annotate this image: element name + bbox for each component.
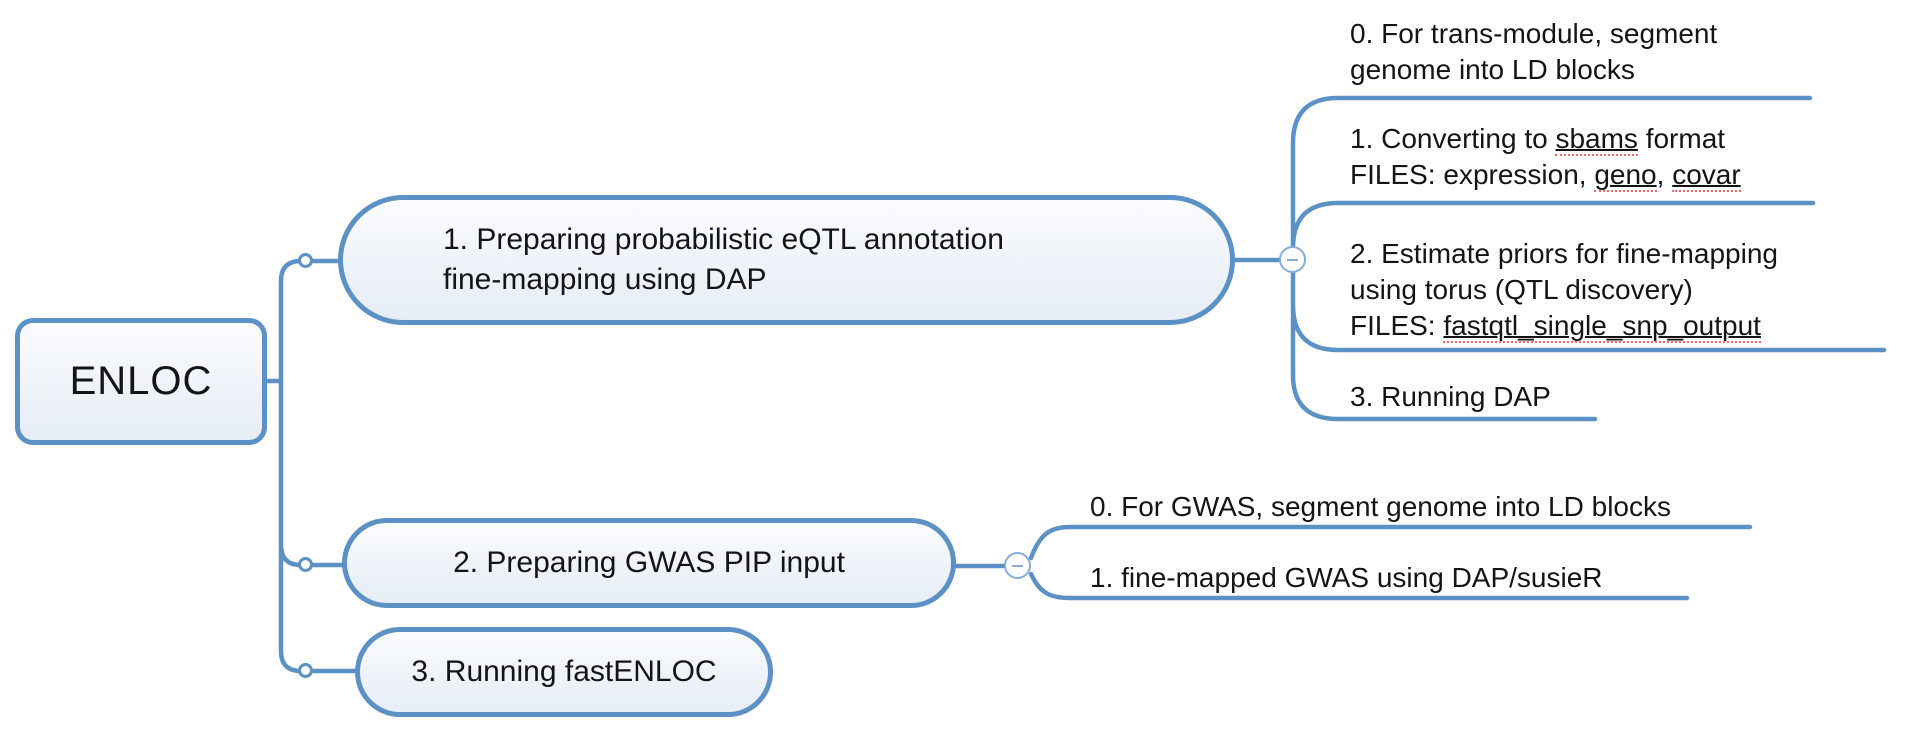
branch-node-eqtl-annotation[interactable]: 1. Preparing probabilistic eQTL annotati… xyxy=(338,195,1235,325)
branch-node-gwas-pip[interactable]: 2. Preparing GWAS PIP input xyxy=(342,518,956,608)
leaf-gwas-ld-blocks[interactable]: 0. For GWAS, segment genome into LD bloc… xyxy=(1090,489,1671,525)
root-node-enloc[interactable]: ENLOC xyxy=(15,318,267,445)
leaf-text-line: 3. Running DAP xyxy=(1350,381,1551,412)
branch-label-line: 1. Preparing probabilistic eQTL annotati… xyxy=(443,223,1004,256)
branch2-connector-dot xyxy=(298,557,313,572)
leaf-trans-module-ld-blocks[interactable]: 0. For trans-module, segment genome into… xyxy=(1350,16,1717,88)
root-branch-connector xyxy=(264,258,358,674)
branch1-collapse-button[interactable] xyxy=(1279,246,1306,273)
leaf-text-line: genome into LD blocks xyxy=(1350,54,1635,85)
misspelled-word: covar xyxy=(1672,159,1741,192)
misspelled-word: sbams xyxy=(1555,123,1638,156)
branch-label-line: 3. Running fastENLOC xyxy=(411,655,717,688)
root-node-label: ENLOC xyxy=(69,359,213,403)
minus-icon xyxy=(1287,258,1298,261)
leaf-text-line: 0. For GWAS, segment genome into LD bloc… xyxy=(1090,491,1671,522)
leaf-text-line: 2. Estimate priors for fine-mapping xyxy=(1350,238,1778,269)
leaf-text-line: 1. fine-mapped GWAS using DAP/susieR xyxy=(1090,562,1603,593)
leaf-estimate-priors-torus[interactable]: 2. Estimate priors for fine-mapping usin… xyxy=(1350,236,1778,344)
branch1-children-connector xyxy=(1232,95,1887,422)
leaf-text-line: using torus (QTL discovery) xyxy=(1350,274,1693,305)
leaf-text-line: 1. Converting to sbams format xyxy=(1350,123,1726,156)
branch-label-line: 2. Preparing GWAS PIP input xyxy=(453,546,845,579)
minus-icon xyxy=(1012,564,1023,567)
branch2-collapse-button[interactable] xyxy=(1004,552,1031,579)
branch-label-line: fine-mapping using DAP xyxy=(443,263,767,296)
leaf-text-line: FILES: expression, geno, covar xyxy=(1350,159,1741,192)
misspelled-word: geno xyxy=(1594,159,1657,192)
leaf-text-line: 0. For trans-module, segment xyxy=(1350,18,1718,49)
branch-node-fastenloc[interactable]: 3. Running fastENLOC xyxy=(355,627,773,717)
branch1-connector-dot xyxy=(298,253,313,268)
leaf-converting-sbams[interactable]: 1. Converting to sbams format FILES: exp… xyxy=(1350,121,1741,193)
branch3-connector-dot xyxy=(298,663,313,678)
misspelled-word: fastqtl_single_snp_output xyxy=(1443,310,1761,343)
leaf-running-dap[interactable]: 3. Running DAP xyxy=(1350,379,1551,415)
leaf-finemapped-gwas[interactable]: 1. fine-mapped GWAS using DAP/susieR xyxy=(1090,560,1603,596)
leaf-text-line: FILES: fastqtl_single_snp_output xyxy=(1350,310,1761,343)
